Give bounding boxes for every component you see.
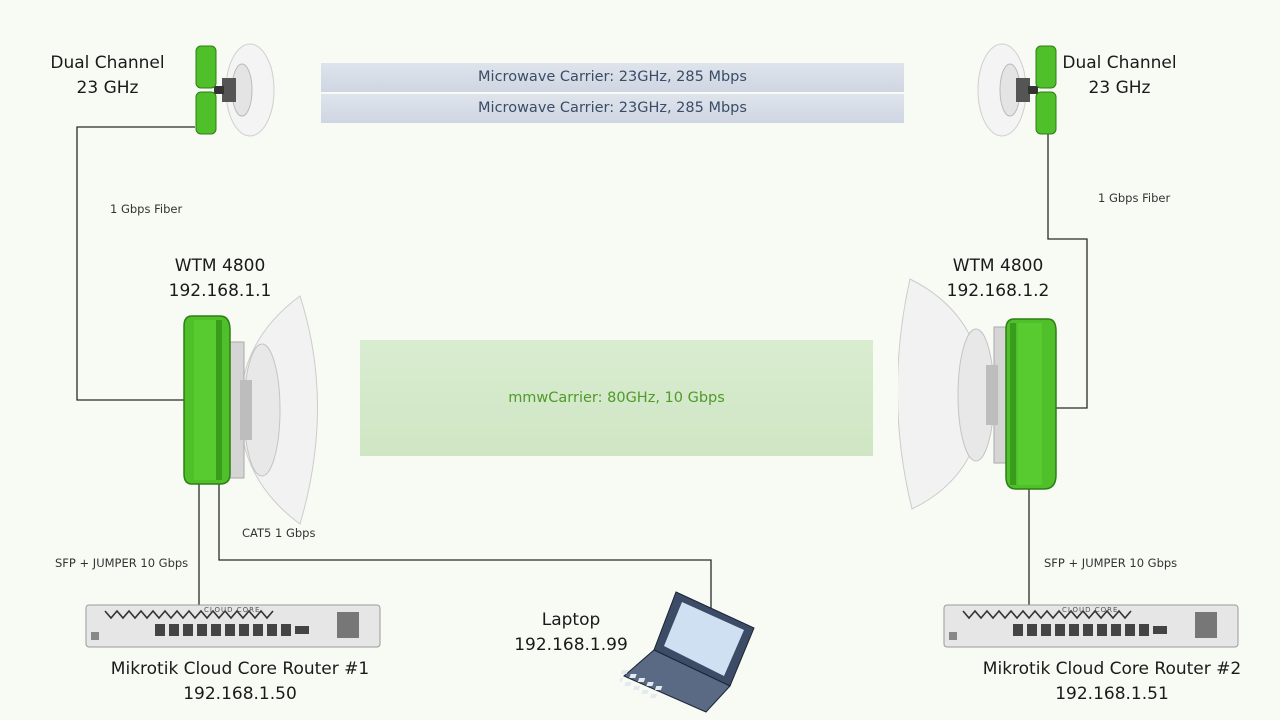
right-wtm-label: WTM 4800 192.168.1.2 [946, 256, 1050, 301]
right-fiber-label: 1 Gbps Fiber [1098, 191, 1171, 205]
left-router-brand-text: CLOUD CORE [204, 606, 261, 614]
left-fiber-label: 1 Gbps Fiber [110, 202, 183, 216]
left-fiber-line [76, 126, 196, 401]
left-wtm4800-radio-icon [183, 295, 318, 525]
left-dual-channel-label: Dual Channel 23 GHz [50, 53, 165, 98]
right-23ghz-radio-icon [977, 43, 1057, 137]
right-router-brand-text: CLOUD CORE [1062, 606, 1119, 614]
right-sfp-label: SFP + JUMPER 10 Gbps [1044, 556, 1178, 570]
microwave-carrier-band-1: Microwave Carrier: 23GHz, 285 Mbps [321, 63, 904, 92]
right-wtm4800-radio-icon [898, 278, 1057, 510]
right-router-icon [943, 604, 1239, 648]
left-router-label: Mikrotik Cloud Core Router #1 192.168.1.… [110, 659, 370, 704]
cat5-label: CAT5 1 Gbps [242, 526, 316, 540]
left-router-icon [85, 604, 381, 648]
mmw-carrier-band: mmwCarrier: 80GHz, 10 Gbps [360, 340, 873, 456]
right-router-label: Mikrotik Cloud Core Router #2 192.168.1.… [982, 659, 1242, 704]
laptop-icon [620, 591, 755, 713]
cat5-line [218, 480, 712, 610]
laptop-label: Laptop 192.168.1.99 [514, 610, 628, 655]
left-sfp-label: SFP + JUMPER 10 Gbps [55, 556, 189, 570]
left-wtm-label: WTM 4800 192.168.1.1 [168, 256, 272, 301]
left-23ghz-radio-icon [195, 43, 275, 137]
microwave-carrier-band-2: Microwave Carrier: 23GHz, 285 Mbps [321, 94, 904, 123]
right-dual-channel-label: Dual Channel 23 GHz [1062, 53, 1177, 98]
right-fiber-line [1045, 130, 1088, 409]
